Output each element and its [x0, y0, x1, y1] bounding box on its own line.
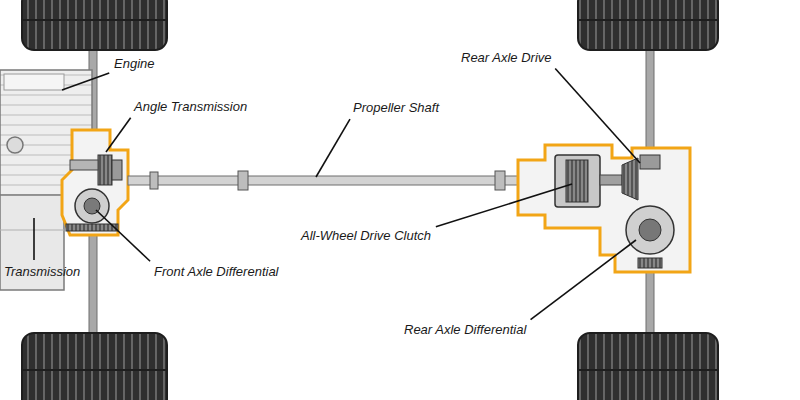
propeller-shaft	[128, 171, 518, 190]
front-drive-unit	[62, 130, 128, 235]
leader-line	[33, 218, 35, 260]
rear-drive-unit	[518, 145, 690, 272]
part-label: Rear Axle Differential	[403, 322, 527, 338]
part-label: Engine	[113, 56, 155, 72]
leader-line	[436, 184, 572, 227]
part-label: Propeller Shaft	[352, 100, 440, 116]
leader-line	[96, 210, 150, 261]
leader-line	[62, 73, 109, 90]
part-label: All-Wheel Drive Clutch	[300, 228, 432, 244]
leader-line	[316, 119, 350, 177]
leader-line	[106, 118, 131, 152]
part-label: Rear Axle Drive	[460, 50, 553, 66]
leader-line	[555, 69, 640, 163]
part-label: Angle Transmission	[133, 99, 248, 115]
part-label: Transmission	[3, 264, 81, 280]
tyres	[22, 0, 718, 400]
leader-line	[531, 240, 636, 320]
part-label: Front Axle Differential	[153, 264, 280, 280]
